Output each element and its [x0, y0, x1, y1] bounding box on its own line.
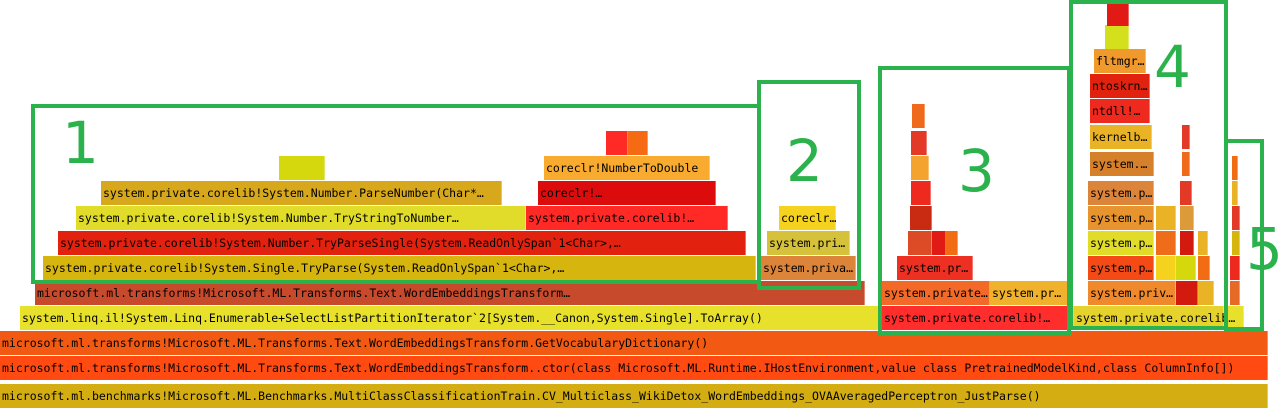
flame-frame-g4-sys[interactable]: system.… — [1090, 152, 1154, 176]
flame-frame-unlabeled[interactable] — [606, 131, 628, 155]
flame-frame-unlabeled[interactable] — [1230, 281, 1240, 305]
flame-frame-number-trystringtonumber[interactable]: system.private.corelib!System.Number.Try… — [76, 206, 526, 230]
flame-frame-unlabeled[interactable] — [1156, 256, 1176, 280]
flame-frame-unlabeled[interactable] — [910, 206, 932, 230]
flame-frame-unlabeled[interactable] — [1107, 2, 1129, 26]
flame-frame-unlabeled[interactable] — [1180, 231, 1194, 255]
flame-frame-unlabeled[interactable] — [1176, 256, 1196, 280]
flame-frame-g3-corelib[interactable]: system.private.corelib!… — [882, 306, 1068, 330]
flame-frame-unlabeled[interactable] — [279, 156, 325, 180]
flame-frame-coreclr-numbertodouble[interactable]: coreclr!NumberToDouble — [544, 156, 710, 180]
flame-frame-unlabeled[interactable] — [1105, 25, 1129, 49]
flame-frame-unlabeled[interactable] — [1232, 206, 1240, 230]
flame-frame-unlabeled[interactable] — [911, 156, 929, 180]
highlight-box-4 — [1069, 0, 1228, 330]
flame-frame-g4-p2[interactable]: system.p… — [1088, 231, 1154, 255]
flame-frame-g4-ntdll[interactable]: ntdll!… — [1090, 99, 1150, 123]
flame-frame-g4-ntoskrn[interactable]: ntoskrn… — [1090, 74, 1150, 98]
flame-frame-unlabeled[interactable] — [1180, 181, 1192, 205]
highlight-box-2 — [757, 80, 861, 290]
flame-frame-g4-p4[interactable]: system.p… — [1088, 181, 1154, 205]
flame-frame-unlabeled[interactable] — [1232, 156, 1238, 180]
flame-frame-g3-private[interactable]: system.private… — [882, 281, 990, 305]
flame-frame-g4-p1[interactable]: system.p… — [1088, 256, 1154, 280]
flame-frame-unlabeled[interactable] — [1230, 256, 1240, 280]
flame-frame-unlabeled[interactable] — [1182, 152, 1190, 176]
flame-frame-g2-coreclr[interactable]: coreclr… — [779, 206, 836, 230]
flame-frame-get-vocabulary[interactable]: microsoft.ml.transforms!Microsoft.ML.Tra… — [0, 331, 1268, 355]
flame-frame-unlabeled[interactable] — [1180, 206, 1194, 230]
flame-frame-number-parsenumber[interactable]: system.private.corelib!System.Number.Par… — [101, 181, 502, 205]
flame-frame-unlabeled[interactable] — [1198, 281, 1214, 305]
highlight-box-1 — [31, 104, 761, 284]
flame-frame-unlabeled[interactable] — [1156, 231, 1176, 255]
highlight-box-5 — [1224, 139, 1264, 331]
flame-frame-unlabeled[interactable] — [1232, 181, 1238, 205]
flame-frame-g4-kernelb[interactable]: kernelb… — [1090, 125, 1152, 149]
flame-frame-g2-priva[interactable]: system.priva… — [761, 256, 856, 280]
flame-frame-root[interactable]: microsoft.ml.benchmarks!Microsoft.ML.Ben… — [0, 384, 1268, 408]
flame-frame-unlabeled[interactable] — [1232, 231, 1240, 255]
flame-frame-g3-pr[interactable]: system.pr… — [897, 256, 973, 280]
flame-frame-unlabeled[interactable] — [908, 231, 932, 255]
callout-number-1: 1 — [62, 109, 99, 177]
flame-frame-g4-priv[interactable]: system.priv… — [1088, 281, 1176, 305]
flame-frame-number-tryparsesingle[interactable]: system.private.corelib!System.Number.Try… — [58, 231, 746, 255]
flame-frame-unlabeled[interactable] — [1198, 231, 1208, 255]
flame-frame-unlabeled[interactable] — [912, 104, 925, 128]
flame-frame-g4-fltmgr[interactable]: fltmgr… — [1094, 49, 1146, 73]
flame-frame-unlabeled[interactable] — [911, 181, 931, 205]
flame-frame-coreclr-short[interactable]: coreclr!… — [538, 181, 716, 205]
flame-frame-ctor[interactable]: microsoft.ml.transforms!Microsoft.ML.Tra… — [0, 356, 1268, 380]
flame-frame-unlabeled[interactable] — [628, 131, 648, 155]
callout-number-4: 4 — [1154, 33, 1191, 101]
flame-frame-corelib-right[interactable]: system.private.corelib!… — [526, 206, 728, 230]
flame-frame-unlabeled[interactable] — [1156, 206, 1176, 230]
flame-frame-unlabeled[interactable] — [1182, 125, 1190, 149]
flame-frame-wordembeddings-lambda[interactable]: microsoft.ml.transforms!Microsoft.ML.Tra… — [35, 281, 865, 305]
flame-frame-g2-pri[interactable]: system.pri… — [767, 231, 850, 255]
flame-frame-unlabeled[interactable] — [1198, 256, 1210, 280]
flame-frame-unlabeled[interactable] — [946, 231, 958, 255]
flame-frame-single-tryparse[interactable]: system.private.corelib!System.Single.Try… — [43, 256, 756, 280]
callout-number-3: 3 — [958, 137, 995, 205]
flame-frame-g3-pr-right[interactable]: system.pr… — [990, 281, 1068, 305]
callout-number-5: 5 — [1246, 215, 1283, 283]
flame-frame-unlabeled[interactable] — [911, 131, 927, 155]
flame-frame-unlabeled[interactable] — [932, 231, 946, 255]
flame-frame-unlabeled[interactable] — [1176, 281, 1198, 305]
callout-number-2: 2 — [786, 127, 823, 195]
flame-frame-g4-p3[interactable]: system.p… — [1088, 206, 1154, 230]
